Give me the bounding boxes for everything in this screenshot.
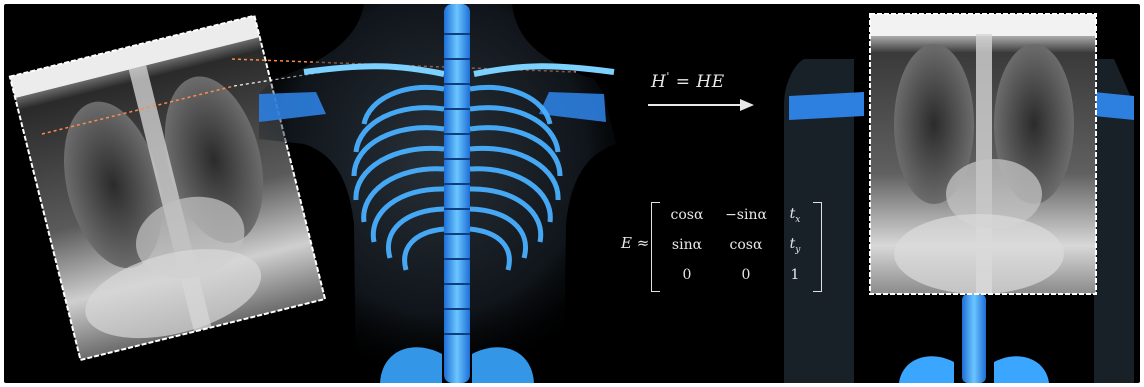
- matrix-cell: 0: [715, 267, 777, 283]
- matrix-body: cosα −sinα tx sinα cosα ty 0 0 1: [659, 200, 813, 292]
- rigid-transform-matrix: E ≈ cosα −sinα tx sinα cosα ty 0 0 1: [621, 200, 831, 296]
- right-arrow-icon: [648, 98, 754, 112]
- matrix-cell: cosα: [659, 207, 715, 223]
- matrix-cell: 0: [659, 267, 715, 283]
- figure-panel: H' = HE E ≈ cosα −sinα tx sinα cosα ty 0…: [4, 4, 1140, 383]
- matrix-cell: tx: [777, 206, 813, 225]
- right-bracket: [813, 202, 822, 292]
- aligned-xray: [870, 14, 1096, 294]
- skeleton-figure: [259, 4, 616, 383]
- matrix-label: E ≈: [621, 234, 649, 252]
- matrix-cell: 1: [777, 267, 813, 283]
- matrix-cell: sinα: [659, 237, 715, 253]
- matrix-cell: ty: [777, 236, 813, 255]
- transform-equation: H' = HE: [651, 72, 725, 92]
- illustration: [4, 4, 1140, 383]
- matrix-cell: cosα: [715, 237, 777, 253]
- source-xray: [10, 16, 325, 360]
- matrix-cell: −sinα: [715, 207, 777, 223]
